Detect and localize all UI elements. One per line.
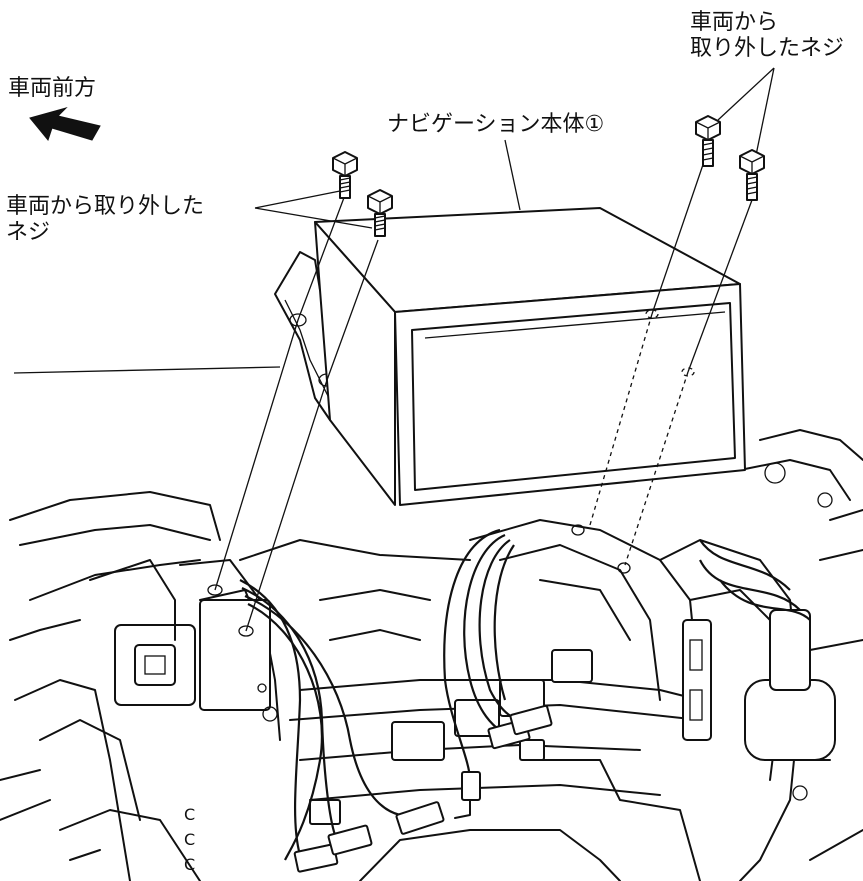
right-screws-leader-2 [754, 67, 775, 161]
left-screws-label: 車両から取り外した ネジ [6, 194, 204, 246]
nav-unit-label: ナビゲーション本体① [387, 112, 604, 138]
tray-connector-1 [391, 721, 445, 761]
arrow-up-left-icon [29, 107, 101, 142]
screw-path-right-2 [624, 371, 689, 566]
svg-text:C: C [184, 805, 195, 824]
screw-path-left-1 [214, 194, 346, 591]
navigation-unit [274, 207, 746, 506]
left-screws-leader-1 [254, 189, 346, 209]
left-mount-bracket [199, 599, 271, 711]
right-screws-leader-1 [717, 67, 775, 121]
screw-left-1 [332, 151, 358, 199]
right-harness-plug-2 [509, 704, 553, 736]
nav-unit-text: ナビゲーション本体① [387, 112, 605, 137]
right-wire-harness [443, 528, 553, 819]
screw-right-1 [695, 115, 721, 167]
nav-screen [411, 302, 736, 491]
left-wire-harness [239, 579, 445, 873]
left-screws-leader-2 [254, 207, 373, 229]
dashboard-structure: C C C [0, 429, 863, 881]
right-screws-text-line1: 車両から [690, 10, 779, 35]
left-screws-text-line2: ネジ [6, 220, 51, 245]
left-harness-plug-2 [327, 824, 373, 856]
svg-text:C: C [184, 855, 195, 874]
screw-right-2 [739, 149, 765, 201]
left-harness-plug-3 [395, 801, 445, 835]
right-round-connector [744, 679, 836, 761]
tray-connector-4 [551, 649, 593, 683]
nav-unit-leader [504, 139, 521, 211]
left-screws-text-line1: 車両から取り外した [6, 194, 205, 219]
right-screws-text-line2: 取り外したネジ [690, 36, 845, 61]
front-direction-text: 車両前方 [8, 76, 97, 101]
right-screws-label: 車両から 取り外したネジ [690, 10, 844, 62]
screw-left-2 [367, 189, 393, 237]
screw-path-left-2 [245, 239, 379, 632]
right-side-bracket [682, 619, 712, 741]
bracket-leader-line [13, 366, 281, 374]
front-direction-label: 車両前方 [8, 76, 96, 102]
svg-text:C: C [184, 830, 195, 849]
